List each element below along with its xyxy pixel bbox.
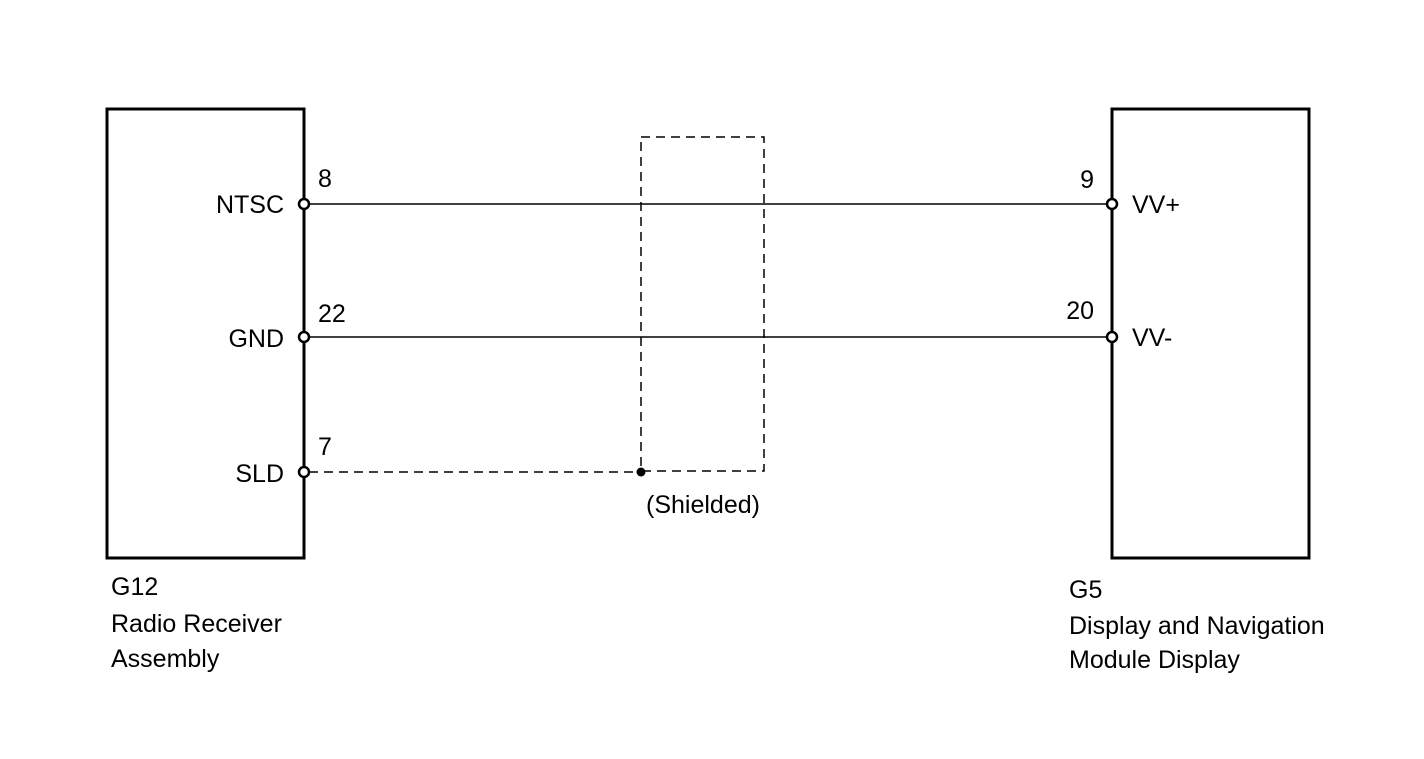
pin-number-20: 20 (1066, 297, 1094, 325)
pin-number-7: 7 (318, 433, 332, 461)
signal-label-gnd: GND (228, 325, 284, 353)
terminal-vvplus (1105, 197, 1119, 211)
pin-number-8: 8 (318, 165, 332, 193)
shield-junction-dot (636, 467, 646, 477)
terminal-gnd (297, 330, 311, 344)
signal-label-sld: SLD (235, 460, 284, 488)
pin-number-22: 22 (318, 300, 346, 328)
terminal-sld (297, 465, 311, 479)
right-component-name-line1: Display and Navigation (1069, 612, 1325, 640)
shield-box (640, 136, 765, 472)
pin-number-9: 9 (1080, 166, 1094, 194)
signal-label-ntsc: NTSC (216, 191, 284, 219)
right-component-name-line2: Module Display (1069, 646, 1240, 674)
right-component-code: G5 (1069, 576, 1102, 604)
left-component-name-line1: Radio Receiver (111, 610, 282, 638)
shield-label: (Shielded) (646, 491, 760, 519)
left-component-code: G12 (111, 573, 158, 601)
left-component-name-line2: Assembly (111, 645, 220, 673)
signal-label-vvminus: VV- (1132, 324, 1172, 352)
terminal-ntsc (297, 197, 311, 211)
signal-label-vvplus: VV+ (1132, 191, 1180, 219)
terminal-vvminus (1105, 330, 1119, 344)
